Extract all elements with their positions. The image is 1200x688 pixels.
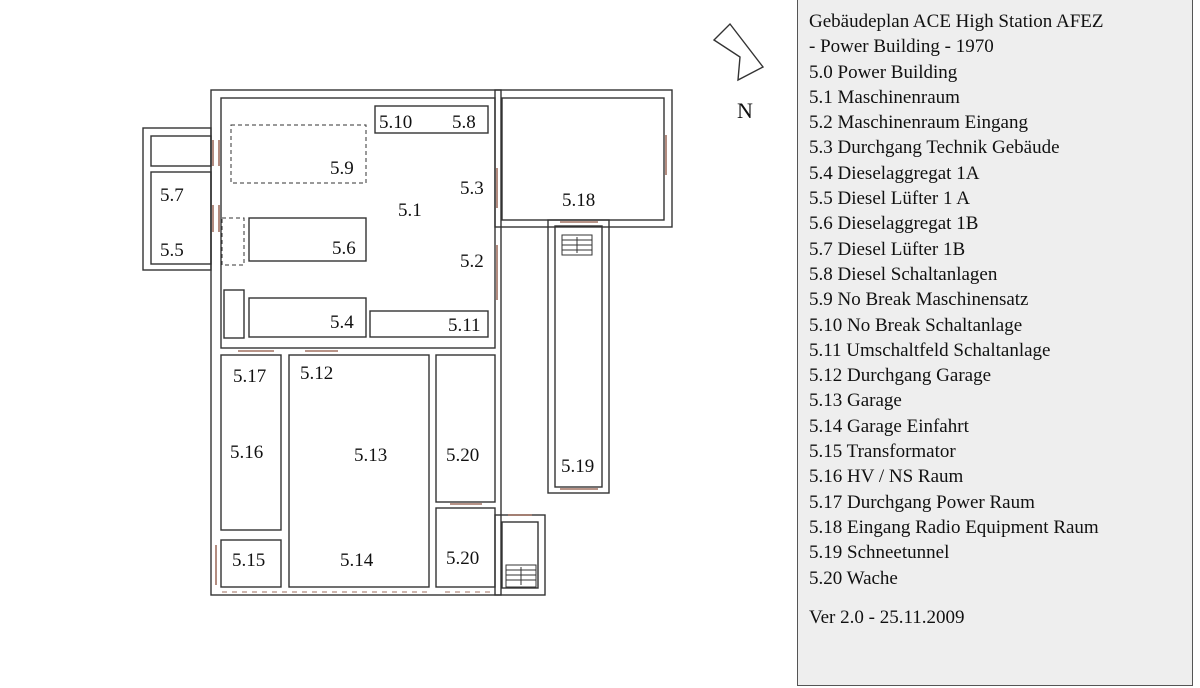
room-label-5-19: 5.19: [561, 456, 594, 477]
north-arrow-icon: [712, 22, 765, 82]
room-label-5-7: 5.7: [160, 185, 184, 206]
legend-item: 5.19 Schneetunnel: [809, 542, 950, 564]
west-annex-upper: [150, 135, 212, 167]
room-label-5-20-upper: 5.20: [446, 445, 479, 466]
room-label-5-15: 5.15: [232, 550, 265, 571]
room-label-5-11: 5.11: [448, 315, 481, 336]
stair-annex-inner: [501, 521, 539, 589]
room-label-5-18: 5.18: [562, 190, 595, 211]
west-annex-lower: [150, 171, 212, 265]
legend-version: Ver 2.0 - 25.11.2009: [809, 606, 965, 628]
room-label-5-1: 5.1: [398, 200, 422, 221]
legend-item: 5.18 Eingang Radio Equipment Raum: [809, 516, 1099, 538]
legend-item: 5.2 Maschinenraum Eingang: [809, 112, 1028, 134]
room-label-5-9: 5.9: [330, 158, 354, 179]
legend-item: 5.0 Power Building: [809, 61, 958, 83]
legend-item: 5.14 Garage Einfahrt: [809, 415, 969, 437]
power-building-outline: [210, 89, 502, 596]
legend-item: 5.3 Durchgang Technik Gebäude: [809, 137, 1060, 159]
legend-item: 5.12 Durchgang Garage: [809, 365, 992, 387]
equipment-left-box: [223, 289, 245, 339]
floor-plan: N 5.1 5.2 5.3 5.4 5.5 5.6 5.7 5.8 5.9 5.…: [142, 22, 765, 596]
snow-tunnel-outline: [547, 219, 610, 494]
legend-panel: Gebäudeplan ACE High Station AFEZ - Powe…: [797, 0, 1193, 686]
legend-item: 5.1 Maschinenraum: [809, 86, 960, 108]
stair-symbol-lower: [505, 564, 537, 588]
room-label-5-5: 5.5: [160, 240, 184, 261]
room-label-5-20-lower: 5.20: [446, 548, 479, 569]
legend-item: 5.15 Transformator: [809, 441, 956, 463]
room-5-20a-wall: [435, 354, 496, 503]
legend-title-line-2: - Power Building - 1970: [809, 36, 994, 58]
radio-building-outline: [494, 89, 673, 228]
north-label: N: [737, 98, 753, 123]
legend-item: 5.8 Diesel Schaltanlagen: [809, 263, 998, 285]
equipment-5-6: [248, 217, 367, 262]
equipment-5-9-dashed: [230, 124, 367, 184]
room-label-5-17: 5.17: [233, 366, 266, 387]
room-label-5-2: 5.2: [460, 251, 484, 272]
room-label-5-4: 5.4: [330, 312, 354, 333]
legend-item: 5.17 Durchgang Power Raum: [809, 491, 1035, 513]
room-label-5-12: 5.12: [300, 363, 333, 384]
room-5-16-wall: [220, 354, 282, 531]
legend-item: 5.10 No Break Schaltanlage: [809, 314, 1023, 336]
legend-item: 5.13 Garage: [809, 390, 902, 412]
room-label-5-16: 5.16: [230, 442, 263, 463]
legend-item: 5.9 No Break Maschinensatz: [809, 289, 1029, 311]
legend-title-line-1: Gebäudeplan ACE High Station AFEZ: [809, 11, 1104, 32]
legend-item: 5.7 Diesel Lüfter 1B: [809, 238, 966, 260]
legend-item: 5.16 HV / NS Raum: [809, 466, 964, 488]
legend-item: 5.4 Dieselaggregat 1A: [809, 162, 980, 184]
equipment-5-5-dashed: [221, 217, 245, 266]
room-5-15-wall: [220, 539, 282, 588]
equipment-5-11: [369, 310, 489, 338]
legend-item: 5.5 Diesel Lüfter 1 A: [809, 188, 970, 210]
snow-tunnel-inner: [554, 225, 603, 488]
room-label-5-6: 5.6: [332, 238, 356, 259]
room-label-5-8: 5.8: [452, 112, 476, 133]
room-label-5-10: 5.10: [379, 112, 412, 133]
equipment-5-4: [248, 297, 367, 338]
equipment-5-10-5-8: [374, 105, 489, 134]
legend-item: 5.20 Wache: [809, 567, 898, 589]
room-label-5-3: 5.3: [460, 178, 484, 199]
room-5-13-wall: [288, 354, 430, 588]
legend-item-list: 5.0 Power Building 5.1 Maschinenraum 5.2…: [809, 60, 1192, 591]
room-label-5-14: 5.14: [340, 550, 374, 571]
legend-item: 5.11 Umschaltfeld Schaltanlage: [809, 339, 1051, 361]
room-label-5-13: 5.13: [354, 445, 387, 466]
legend-item: 5.6 Dieselaggregat 1B: [809, 213, 979, 235]
